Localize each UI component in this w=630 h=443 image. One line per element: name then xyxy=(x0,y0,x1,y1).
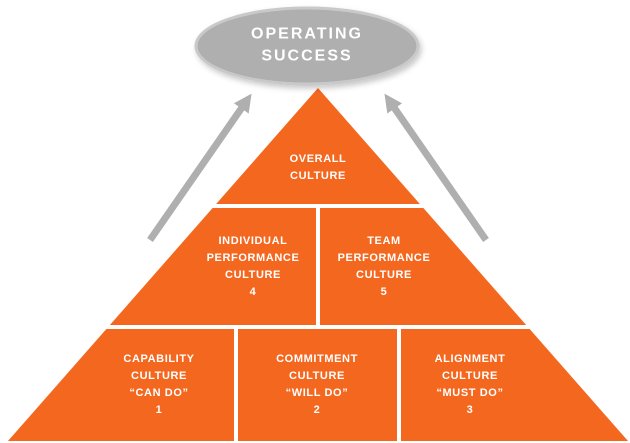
right-arrow-icon xyxy=(384,93,489,242)
left-arrow-icon xyxy=(147,93,252,242)
operating-success-ellipse xyxy=(194,6,420,86)
